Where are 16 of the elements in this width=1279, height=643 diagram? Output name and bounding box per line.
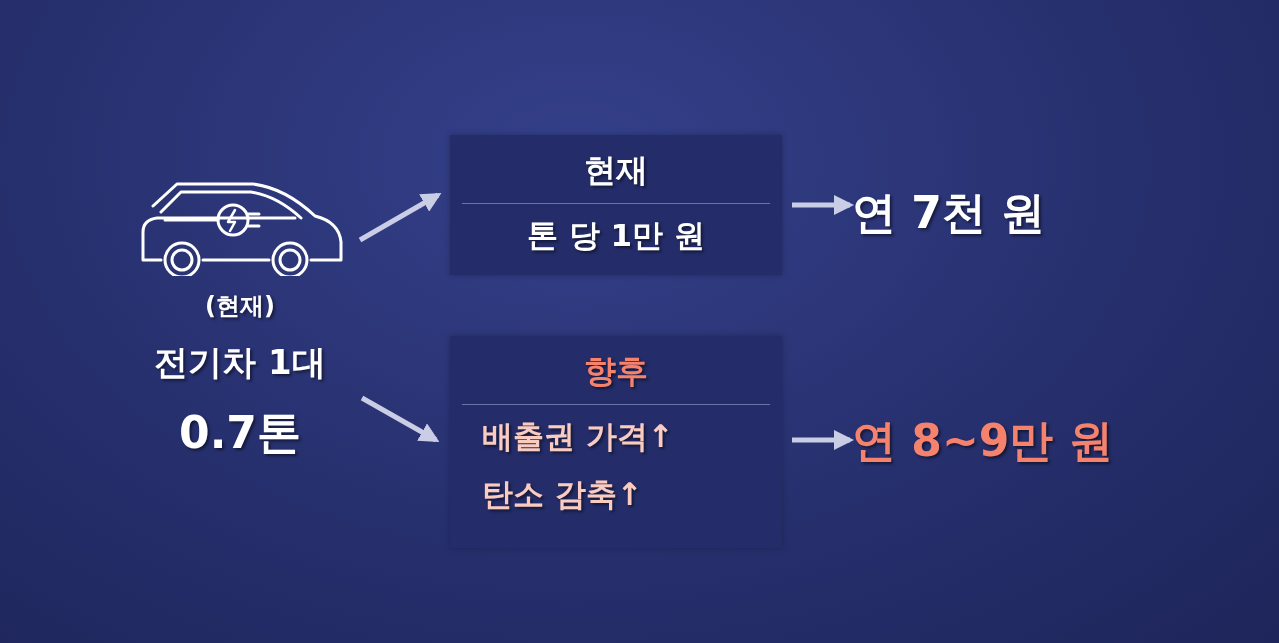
vehicle-label: 전기차 1대 bbox=[153, 341, 327, 384]
box-heading: 향후 bbox=[583, 351, 649, 392]
info-box bbox=[450, 336, 782, 548]
result-text: 연 7천 원 bbox=[852, 180, 1092, 246]
arrow bbox=[358, 192, 442, 243]
box-text: 탄소 감축↑ bbox=[482, 475, 643, 514]
emission-value: 0.7톤 bbox=[178, 406, 302, 460]
box-heading: 현재 bbox=[583, 150, 649, 191]
info-box bbox=[450, 135, 782, 275]
arrow bbox=[360, 395, 440, 443]
arrow bbox=[792, 430, 854, 450]
box-text: 배출권 가격↑ bbox=[482, 417, 674, 456]
status-label: (현재) bbox=[204, 291, 276, 322]
box-text: 톤 당 1만 원 bbox=[526, 216, 706, 255]
result-text: 연 8~9만 원 bbox=[852, 408, 1162, 474]
arrow bbox=[792, 195, 854, 215]
